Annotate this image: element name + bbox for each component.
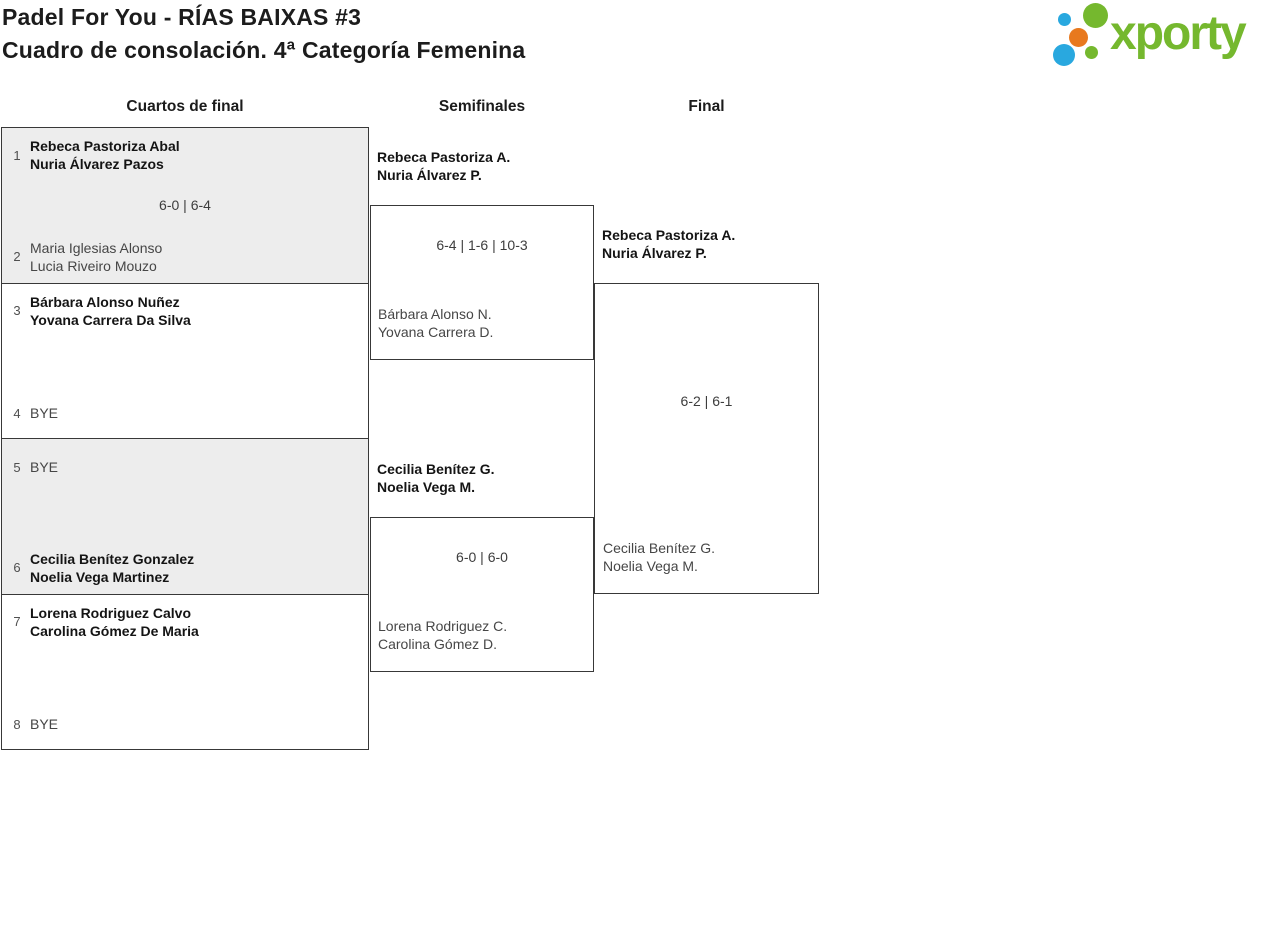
team-slot: 1 Rebeca Pastoriza Abal Nuria Álvarez Pa…: [2, 137, 180, 173]
team-slot: 2 Maria Iglesias Alonso Lucia Riveiro Mo…: [2, 239, 162, 275]
seed-number: 4: [13, 405, 21, 421]
quarterfinal-match-2[interactable]: 3 Bárbara Alonso Nuñez Yovana Carrera Da…: [2, 282, 368, 438]
round-header-final: Final: [688, 98, 725, 115]
quarterfinals-column: 1 Rebeca Pastoriza Abal Nuria Álvarez Pa…: [1, 127, 369, 750]
logo-dot-blue-small-icon: [1058, 13, 1071, 26]
team-slot: 7 Lorena Rodriguez Calvo Carolina Gómez …: [2, 604, 199, 640]
semifinal-2-advancing-team: Cecilia Benítez G. Noelia Vega M.: [377, 460, 494, 496]
logo-wordmark: xporty: [1110, 7, 1247, 60]
quarterfinal-match-3[interactable]: 5 BYE 6 Cecilia Benítez Gonzalez Noelia …: [2, 438, 368, 594]
seed-number: 6: [13, 560, 21, 575]
final-match[interactable]: 6-2 | 6-1 Cecilia Benítez G. Noelia Vega…: [594, 283, 819, 594]
team-slot: Lorena Rodriguez C. Carolina Gómez D.: [378, 617, 507, 653]
logo-dot-green-small-icon: [1085, 46, 1098, 59]
match-score: 6-0 | 6-0: [456, 549, 508, 565]
logo-dot-orange-icon: [1069, 28, 1088, 47]
seed-number: 8: [13, 716, 21, 732]
team-slot: 5 BYE: [2, 458, 58, 476]
round-header-quarterfinals: Cuartos de final: [126, 98, 244, 115]
player-name: Rebeca Pastoriza Abal: [30, 138, 180, 154]
player-name: Bárbara Alonso N.: [378, 306, 492, 322]
player-name: Rebeca Pastoriza A.: [377, 149, 511, 165]
player-name: Rebeca Pastoriza A.: [602, 227, 736, 243]
player-name: Maria Iglesias Alonso: [30, 239, 163, 256]
player-name: Nuria Álvarez P.: [602, 245, 707, 261]
player-name: Yovana Carrera Da Silva: [30, 311, 191, 328]
match-score: 6-4 | 1-6 | 10-3: [436, 237, 528, 253]
match-score: 6-0 | 6-4: [159, 197, 211, 214]
quarterfinal-match-1[interactable]: 1 Rebeca Pastoriza Abal Nuria Álvarez Pa…: [2, 128, 368, 283]
seed-number: 3: [13, 303, 21, 318]
player-name: Carolina Gómez D.: [378, 636, 498, 652]
player-name: Cecilia Benítez Gonzalez: [30, 550, 195, 567]
player-name: Carolina Gómez De Maria: [30, 622, 199, 639]
player-name: Lorena Rodriguez C.: [378, 618, 508, 634]
draw-subtitle: Cuadro de consolación. 4ª Categoría Feme…: [2, 37, 526, 63]
player-name: Lucia Riveiro Mouzo: [30, 257, 157, 274]
bye-label: BYE: [30, 405, 59, 421]
quarterfinal-match-4[interactable]: 7 Lorena Rodriguez Calvo Carolina Gómez …: [2, 593, 368, 749]
seed-number: 2: [13, 249, 21, 264]
player-name: Nuria Álvarez Pazos: [30, 156, 164, 172]
player-name: Yovana Carrera D.: [378, 324, 494, 340]
round-header-semifinals: Semifinales: [438, 98, 526, 115]
team-slot: 8 BYE: [2, 715, 58, 733]
player-name: Bárbara Alonso Nuñez: [30, 293, 180, 310]
player-name: Nuria Álvarez P.: [377, 167, 482, 183]
final-advancing-team: Rebeca Pastoriza A. Nuria Álvarez P.: [602, 226, 735, 262]
seed-number: 7: [13, 614, 21, 629]
logo-dot-blue-large-icon: [1053, 44, 1075, 66]
tournament-name: Padel For You - RÍAS BAIXAS #3: [2, 4, 362, 30]
match-score: 6-2 | 6-1: [680, 393, 733, 409]
team-slot: 4 BYE: [2, 404, 58, 422]
xporty-logo[interactable]: xporty: [1048, 0, 1276, 70]
team-slot: Bárbara Alonso N. Yovana Carrera D.: [378, 305, 493, 341]
player-name: Noelia Vega Martinez: [30, 568, 170, 585]
player-name: Lorena Rodriguez Calvo: [30, 604, 192, 621]
bye-label: BYE: [30, 459, 59, 475]
team-slot: Cecilia Benítez G. Noelia Vega M.: [603, 539, 715, 575]
player-name: Cecilia Benítez G.: [603, 540, 716, 556]
team-slot: 6 Cecilia Benítez Gonzalez Noelia Vega M…: [2, 550, 194, 586]
seed-number: 5: [13, 459, 21, 475]
player-name: Noelia Vega M.: [377, 479, 476, 495]
bye-label: BYE: [30, 716, 59, 732]
page-title: Padel For You - RÍAS BAIXAS #3 Cuadro de…: [2, 1, 525, 67]
player-name: Noelia Vega M.: [603, 558, 698, 574]
seed-number: 1: [13, 147, 21, 163]
logo-dot-green-large-icon: [1083, 3, 1108, 28]
semifinal-match-2[interactable]: 6-0 | 6-0 Lorena Rodriguez C. Carolina G…: [370, 517, 594, 672]
semifinal-1-advancing-team: Rebeca Pastoriza A. Nuria Álvarez P.: [377, 148, 510, 184]
team-slot: 3 Bárbara Alonso Nuñez Yovana Carrera Da…: [2, 293, 191, 329]
player-name: Cecilia Benítez G.: [377, 461, 495, 477]
semifinal-match-1[interactable]: 6-4 | 1-6 | 10-3 Bárbara Alonso N. Yovan…: [370, 205, 594, 360]
